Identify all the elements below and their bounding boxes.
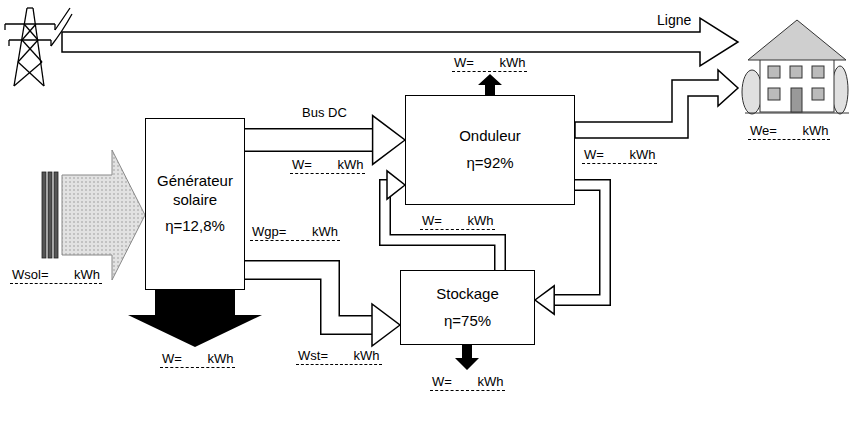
grid-line-arrow (62, 18, 738, 66)
house-window (768, 66, 780, 78)
energy-field: W= kWh (582, 148, 657, 164)
house-wall (760, 56, 834, 112)
line-label: Ligne (655, 12, 693, 28)
pylon-insulator (8, 40, 9, 46)
energy-field: W= kWh (160, 352, 235, 368)
flow-arrow (245, 270, 400, 346)
generator-box: Générateur solaire η=12,8% (145, 118, 245, 290)
pylon-lattice (18, 62, 44, 86)
loss-arrow (455, 345, 479, 370)
loss-arrow (478, 74, 502, 95)
pylon-lattice (24, 24, 38, 40)
pylon-lattice (22, 40, 42, 62)
pylon-arm (9, 39, 51, 40)
panel-strip (48, 172, 52, 258)
arrow-outline (245, 128, 373, 152)
ground-line (745, 113, 849, 114)
house-window (812, 66, 824, 78)
efficiency-value: η=92% (466, 154, 513, 173)
arrow-head (535, 286, 554, 314)
solar-input-arrow (62, 150, 145, 280)
energy-field: W= kWh (420, 214, 495, 230)
arrow-body (245, 270, 372, 325)
energy-field: W= kWh (452, 56, 527, 72)
storage-box: Stockage η=75% (400, 270, 535, 345)
pylon-leg (14, 8, 27, 86)
tree (742, 70, 762, 114)
house-window (790, 66, 802, 78)
energy-field: W= kWh (430, 375, 505, 391)
house-door (791, 88, 802, 112)
energy-field: Wsol= kWh (10, 268, 102, 284)
pylon-top (27, 7, 33, 8)
pylon-arm (5, 23, 55, 24)
box-title: Stockage (436, 285, 499, 304)
pylon-lattice (18, 40, 38, 62)
loss-arrow (128, 290, 262, 347)
arrow-body (245, 130, 373, 151)
energy-field: W= kWh (290, 158, 365, 174)
arrow-head (373, 116, 405, 165)
panel-strip (54, 172, 58, 258)
house-icon (742, 20, 849, 114)
pylon-insulator (4, 24, 5, 30)
efficiency-value: η=12,8% (165, 217, 225, 236)
pylon-lattice (14, 62, 42, 86)
box-title: Onduleur (459, 127, 521, 146)
box-title: Générateur solaire (152, 172, 238, 210)
efficiency-value: η=75% (444, 312, 491, 331)
bus-label: Bus DC (300, 106, 349, 121)
pylon-lattice (22, 24, 36, 40)
arrow-head (372, 304, 400, 346)
house-window (812, 88, 824, 100)
solar-panel-icon (42, 172, 58, 258)
energy-field: Wst= kWh (296, 349, 382, 365)
inverter-box: Onduleur η=92% (405, 95, 575, 205)
house-window (768, 88, 780, 100)
energy-field: Wgp= kWh (250, 225, 340, 241)
output-arrow (575, 70, 738, 138)
pylon-leg (33, 8, 44, 86)
house-roof (748, 20, 846, 60)
power-wire (55, 8, 70, 30)
panel-strip (42, 172, 46, 258)
arrow-outline (245, 270, 372, 325)
arrow-head (387, 171, 405, 199)
energy-field: We= kWh (748, 124, 830, 140)
